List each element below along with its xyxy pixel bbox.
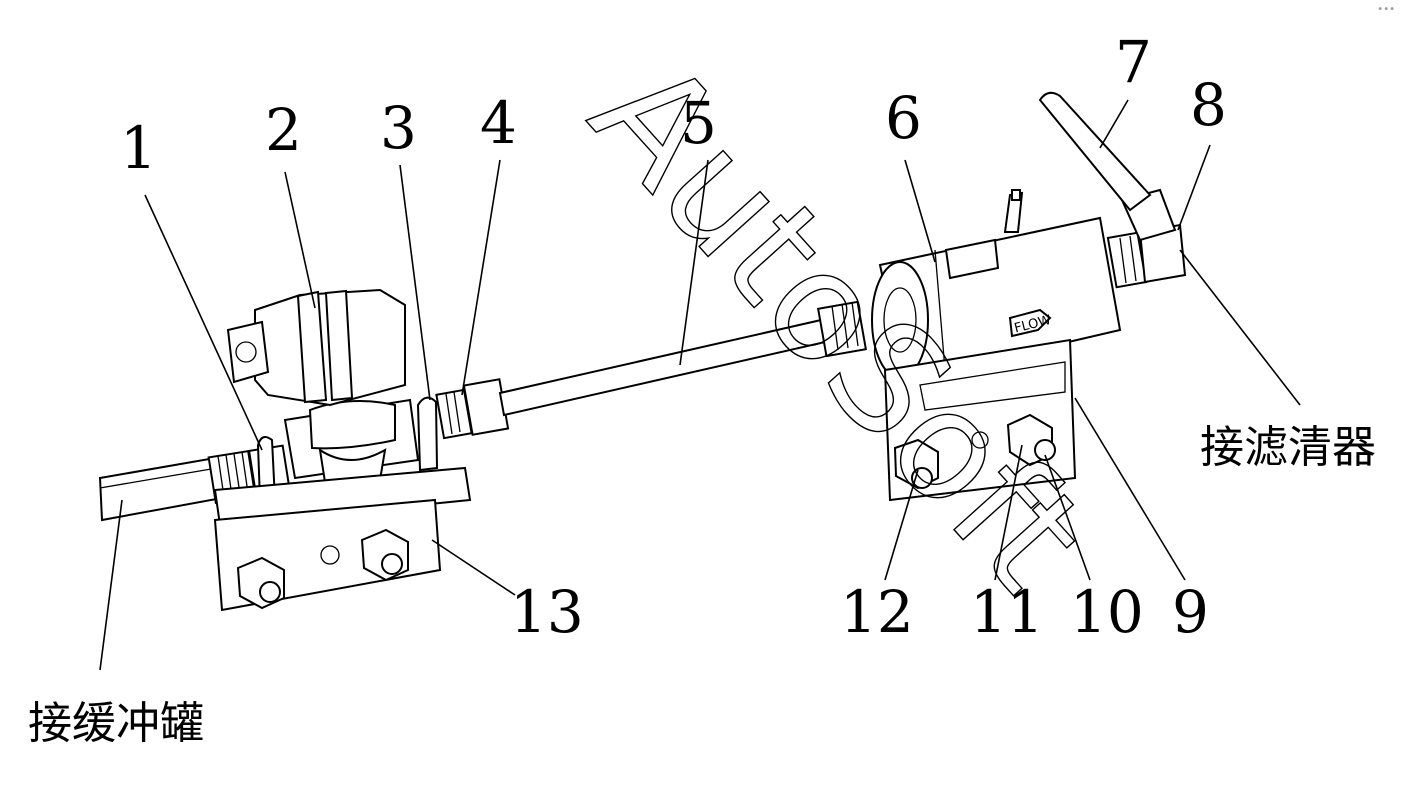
callout-5: 5 bbox=[680, 89, 717, 157]
annotation-to-filter: 接滤清器 bbox=[1200, 422, 1376, 473]
callout-4: 4 bbox=[480, 89, 517, 157]
fitting-4 bbox=[435, 378, 510, 440]
filter-bracket-nuts bbox=[893, 413, 1056, 490]
callout-11: 11 bbox=[970, 578, 1044, 646]
callout-13: 13 bbox=[510, 578, 584, 646]
callout-1: 1 bbox=[120, 114, 157, 182]
valve-bracket bbox=[213, 466, 472, 612]
leader-lines bbox=[99, 99, 1301, 671]
callout-2: 2 bbox=[265, 96, 302, 164]
filter-inlet-fitting bbox=[816, 300, 868, 358]
callout-10: 10 bbox=[1070, 578, 1144, 646]
callout-12: 12 bbox=[840, 578, 914, 646]
more-icon: ••• bbox=[1377, 4, 1395, 15]
inlet-pipe bbox=[98, 456, 224, 522]
callout-numbers: 1 2 3 4 5 6 7 8 9 10 11 12 13 bbox=[120, 28, 1227, 646]
callout-7: 7 bbox=[1115, 28, 1152, 96]
inline-filter: FLOW bbox=[871, 189, 1122, 382]
callout-8: 8 bbox=[1190, 71, 1227, 139]
filter-outlet-fitting bbox=[1038, 91, 1187, 289]
annotation-to-buffer-tank: 接缓冲罐 bbox=[28, 698, 204, 749]
callout-6: 6 bbox=[885, 84, 922, 152]
callout-3: 3 bbox=[380, 94, 417, 162]
callout-9: 9 bbox=[1172, 578, 1209, 646]
